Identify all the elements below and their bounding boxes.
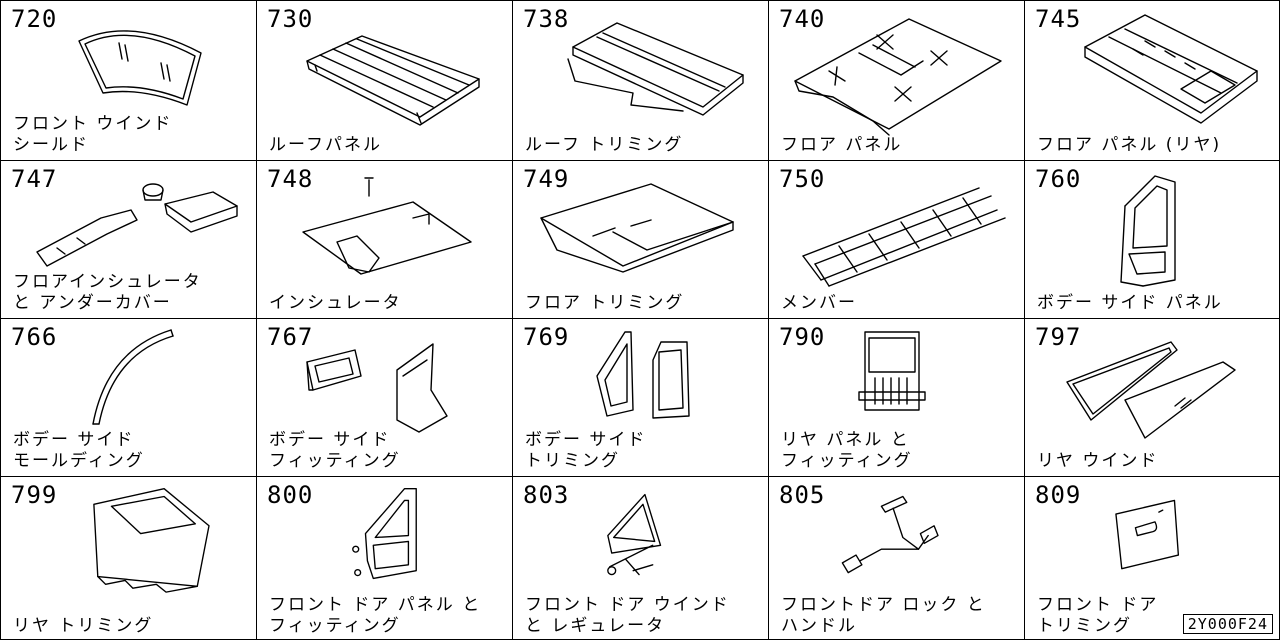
rear-window-icon — [1066, 341, 1236, 439]
part-label: リヤ トリミング — [13, 616, 154, 636]
part-label: フロントドア ロック と ハンドル — [781, 595, 986, 636]
side-fitting-icon — [306, 343, 448, 433]
part-cell-767[interactable]: 767 ボデー サイド フィッティング — [257, 319, 513, 477]
part-code: 750 — [779, 165, 826, 193]
diagram-id-badge: 2Y000F24 — [1182, 614, 1273, 634]
roof-trim-icon — [567, 22, 744, 116]
part-code: 738 — [523, 5, 570, 33]
part-cell-803[interactable]: 803 フロント ドア ウインド と レギュレータ — [513, 477, 769, 639]
part-code: 803 — [523, 481, 570, 509]
part-cell-720[interactable]: 720 フロント ウインド シールド — [1, 1, 257, 161]
part-label: フロア パネル — [781, 135, 903, 155]
door-lock-handle-icon — [841, 495, 939, 574]
part-label: ルーフパネル — [269, 135, 382, 155]
part-cell-790[interactable]: 790 リヤ パネル と フィッティング — [769, 319, 1025, 477]
side-panel-icon — [1120, 175, 1176, 287]
rear-panel-icon — [858, 331, 926, 411]
part-label: リヤ ウインド — [1037, 451, 1159, 471]
part-label: フロント ウインド シールド — [13, 114, 173, 155]
part-code: 790 — [779, 323, 826, 351]
part-code: 760 — [1035, 165, 1082, 193]
front-door-panel-icon — [352, 488, 417, 580]
part-label: フロント ドア トリミング — [1037, 595, 1159, 636]
molding-icon — [92, 329, 174, 425]
door-trim-icon — [1115, 499, 1180, 570]
part-cell-805[interactable]: 805 フロントドア ロック と ハンドル — [769, 477, 1025, 639]
part-code: 745 — [1035, 5, 1082, 33]
rear-floor-panel-icon — [1084, 14, 1258, 124]
part-label: ルーフ トリミング — [525, 135, 684, 155]
insulator-icon — [302, 177, 472, 275]
part-code: 740 — [779, 5, 826, 33]
part-cell-800[interactable]: 800 フロント ドア パネル と フィッティング — [257, 477, 513, 639]
part-label: メンバー — [781, 293, 857, 313]
door-window-regulator-icon — [607, 493, 662, 576]
part-cell-749[interactable]: 749 フロア トリミング — [513, 161, 769, 319]
part-code: 747 — [11, 165, 58, 193]
part-code: 749 — [523, 165, 570, 193]
part-cell-748[interactable]: 748 インシュレータ — [257, 161, 513, 319]
part-cell-750[interactable]: 750 メンバー — [769, 161, 1025, 319]
side-trim-icon — [596, 331, 690, 419]
part-label: フロア パネル (リヤ) — [1037, 135, 1222, 155]
windshield-icon — [78, 30, 202, 106]
part-code: 805 — [779, 481, 826, 509]
rear-trim-icon — [93, 488, 210, 593]
part-cell-809[interactable]: 809 フロント ドア トリミング — [1025, 477, 1279, 639]
part-label: フロア トリミング — [525, 293, 685, 313]
part-cell-738[interactable]: 738 ルーフ トリミング — [513, 1, 769, 161]
roof-panel-icon — [306, 35, 480, 126]
part-cell-747[interactable]: 747 フロアインシュレータ と アンダーカバー — [1, 161, 257, 319]
part-code: 769 — [523, 323, 570, 351]
part-label: ボデー サイド フィッティング — [269, 430, 401, 471]
part-label: フロント ドア ウインド と レギュレータ — [525, 595, 730, 636]
part-label: ボデー サイド モールディング — [13, 430, 145, 471]
part-label: リヤ パネル と フィッティング — [781, 430, 913, 471]
floor-trim-icon — [540, 183, 734, 273]
part-cell-740[interactable]: 740 フロア パネル — [769, 1, 1025, 161]
part-code: 766 — [11, 323, 58, 351]
part-label: ボデー サイド トリミング — [525, 430, 647, 471]
part-code: 799 — [11, 481, 58, 509]
part-code: 767 — [267, 323, 314, 351]
part-cell-760[interactable]: 760 ボデー サイド パネル — [1025, 161, 1279, 319]
part-code: 809 — [1035, 481, 1082, 509]
part-label: フロント ドア パネル と フィッティング — [269, 595, 482, 636]
part-code: 748 — [267, 165, 314, 193]
floor-insulator-icon — [36, 183, 238, 267]
part-code: 797 — [1035, 323, 1082, 351]
part-cell-799[interactable]: 799 リヤ トリミング — [1, 477, 257, 639]
part-cell-769[interactable]: 769 ボデー サイド トリミング — [513, 319, 769, 477]
part-cell-766[interactable]: 766 ボデー サイド モールディング — [1, 319, 257, 477]
part-code: 800 — [267, 481, 314, 509]
part-label: ボデー サイド パネル — [1037, 293, 1223, 313]
part-code: 720 — [11, 5, 58, 33]
floor-panel-icon — [794, 18, 1002, 136]
frame-member-icon — [802, 187, 1006, 287]
part-code: 730 — [267, 5, 314, 33]
part-label: フロアインシュレータ と アンダーカバー — [13, 272, 202, 313]
part-label: インシュレータ — [269, 293, 402, 313]
part-cell-797[interactable]: 797 リヤ ウインド — [1025, 319, 1279, 477]
part-cell-745[interactable]: 745 フロア パネル (リヤ) — [1025, 1, 1279, 161]
part-cell-730[interactable]: 730 ルーフパネル — [257, 1, 513, 161]
